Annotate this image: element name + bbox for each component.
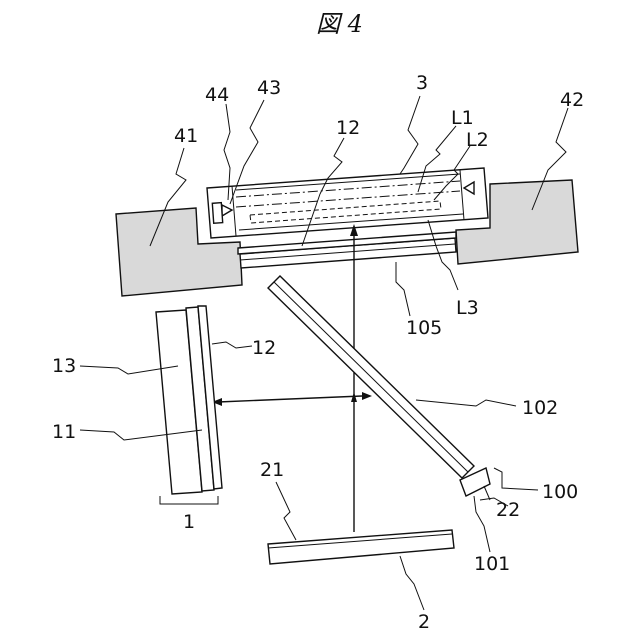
label-1: 1 bbox=[183, 511, 195, 533]
label-100: 100 bbox=[542, 481, 578, 503]
label-13: 13 bbox=[52, 355, 76, 377]
label-L1: L1 bbox=[451, 107, 474, 129]
label-12-top: 12 bbox=[336, 117, 360, 139]
label-101: 101 bbox=[474, 553, 510, 575]
arrow-right-small-icon bbox=[362, 392, 372, 400]
label-44: 44 bbox=[205, 84, 229, 106]
mirror-102 bbox=[268, 276, 474, 478]
label-105: 105 bbox=[406, 317, 442, 339]
label-21: 21 bbox=[260, 459, 284, 481]
label-L3: L3 bbox=[456, 297, 479, 319]
window-plate-105 bbox=[238, 232, 456, 268]
label-11: 11 bbox=[52, 421, 76, 443]
label-43: 43 bbox=[257, 77, 281, 99]
light-source-unit-3 bbox=[207, 168, 488, 238]
label-3: 3 bbox=[416, 72, 428, 94]
label-41: 41 bbox=[174, 125, 198, 147]
display-panel-1 bbox=[156, 306, 222, 494]
leader-lines bbox=[80, 96, 568, 610]
label-42: 42 bbox=[560, 89, 584, 111]
label-102: 102 bbox=[522, 397, 558, 419]
label-L2: L2 bbox=[466, 129, 489, 151]
label-22: 22 bbox=[496, 499, 520, 521]
base-plate-2 bbox=[268, 530, 454, 564]
label-12-left: 12 bbox=[252, 337, 276, 359]
figure-title: 図 4 bbox=[316, 10, 363, 38]
label-2: 2 bbox=[418, 611, 430, 633]
